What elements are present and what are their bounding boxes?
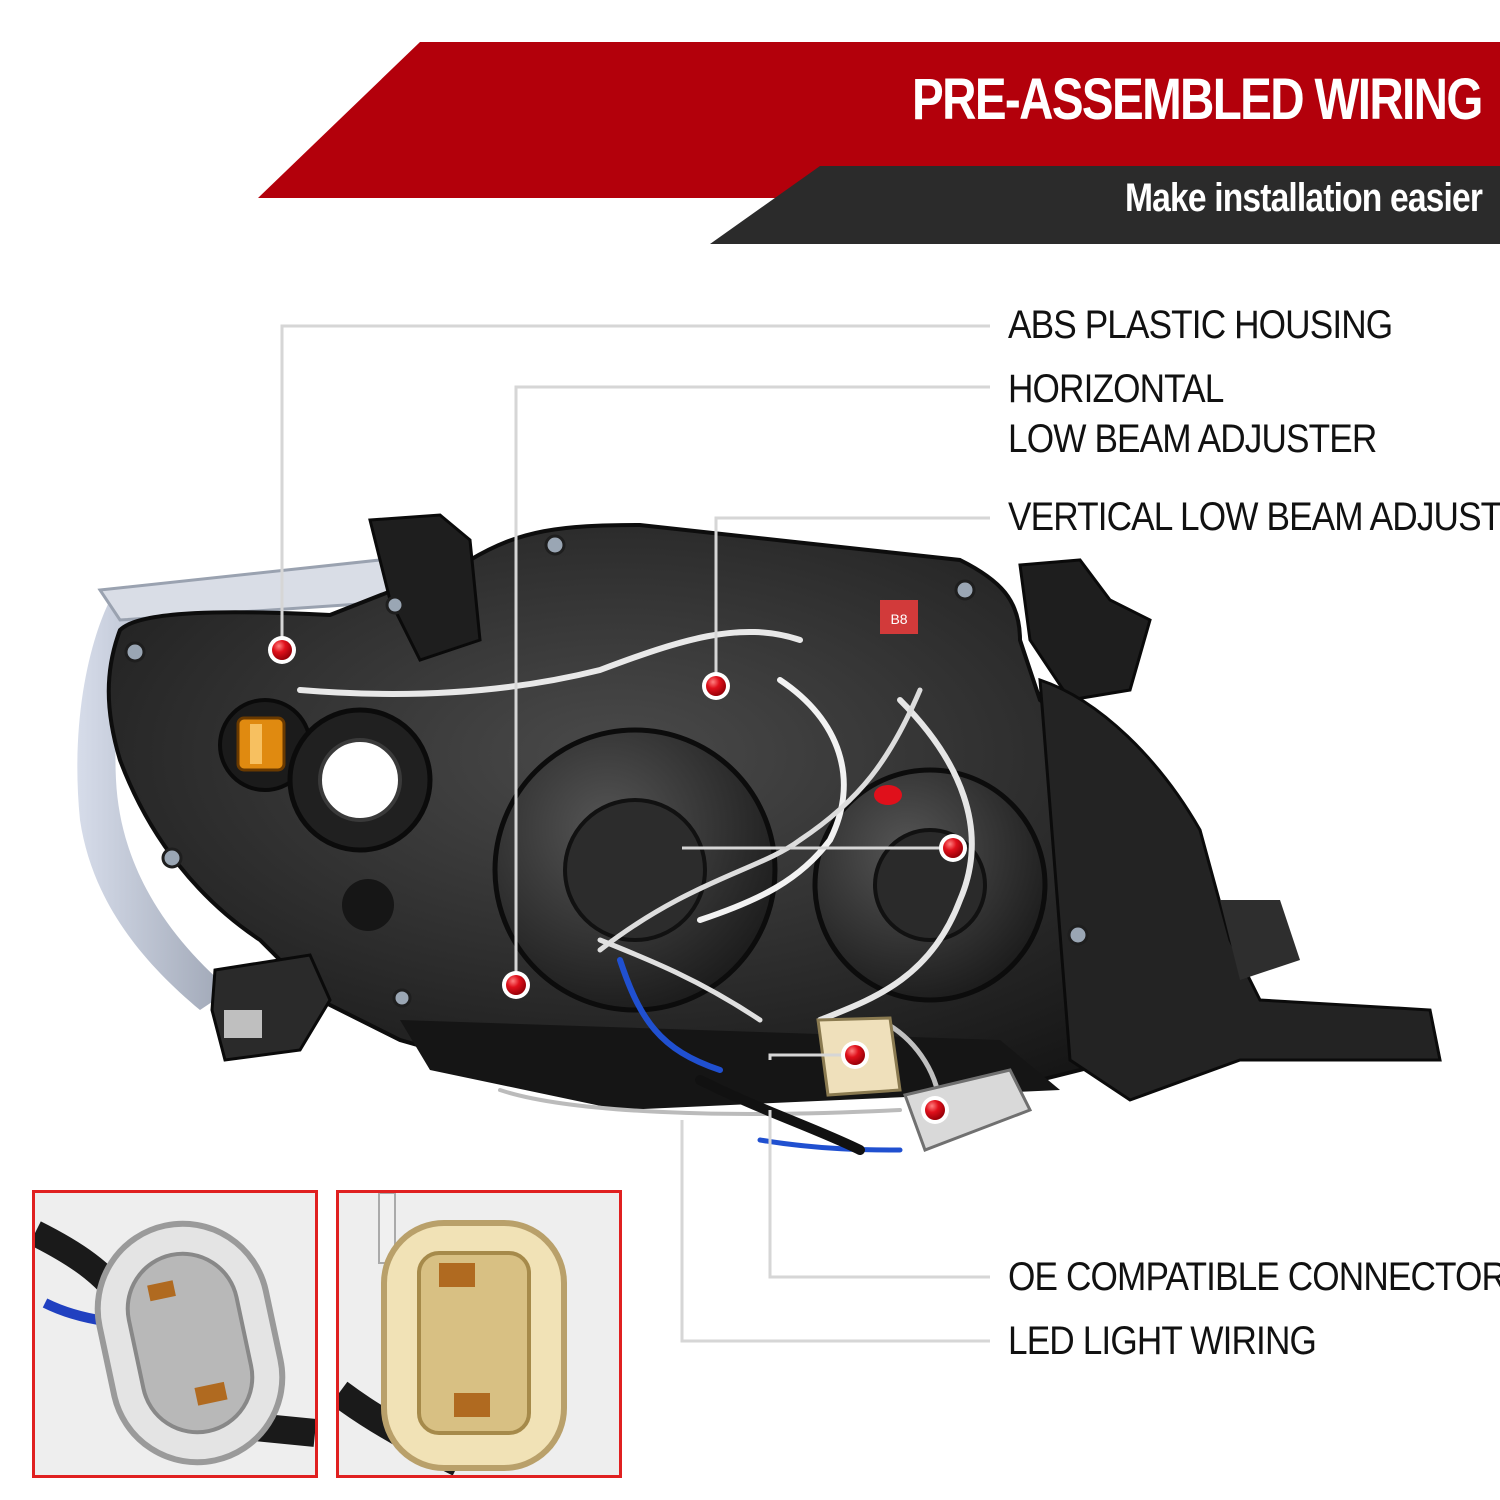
product-label-sticker: B8 [880, 600, 918, 634]
tan-connector-closeup [339, 1193, 619, 1475]
callout-vertical-adjuster: VERTICAL LOW BEAM ADJUSTER [1008, 492, 1500, 542]
callout-led-wiring-line: LED LIGHT WIRING [1008, 1319, 1317, 1363]
marker-tan-connector [841, 1041, 869, 1069]
inset-gray-connector [32, 1190, 318, 1478]
header-title: PRE-ASSEMBLED WIRING [912, 67, 1483, 132]
header-dark-band [710, 166, 1500, 244]
leader-oe-connectors [768, 1110, 990, 1279]
header-subtitle: Make installation easier [1124, 176, 1483, 220]
leader-oe-branch [768, 1053, 855, 1060]
callout-led-wiring: LED LIGHT WIRING [1008, 1316, 1317, 1366]
gray-connector-closeup [35, 1193, 315, 1475]
leader-vertical-adjuster [714, 516, 990, 686]
marker-led-wiring [939, 834, 967, 862]
bulb-port [287, 707, 433, 931]
wiring-harness [297, 628, 975, 1155]
marker-horizontal-adjuster [502, 971, 530, 999]
header-red-band [258, 42, 1500, 198]
callout-oe-connectors: OE COMPATIBLE CONNECTORS [1008, 1252, 1500, 1302]
marker-vertical-adjuster [702, 672, 730, 700]
low-beam-dome [492, 727, 778, 1013]
leader-led-wiring [680, 1120, 990, 1343]
inset-tan-connector [336, 1190, 622, 1478]
marker-abs-housing [268, 636, 296, 664]
high-beam-dome [812, 767, 1048, 1003]
marker-gray-connector [921, 1096, 949, 1124]
callout-abs-housing: ABS PLASTIC HOUSING [1008, 300, 1393, 350]
callout-abs-housing-line: ABS PLASTIC HOUSING [1008, 303, 1393, 347]
svg-text:B8: B8 [890, 611, 907, 627]
callout-oe-connectors-line: OE COMPATIBLE CONNECTORS [1008, 1255, 1500, 1299]
leader-lines [280, 324, 990, 1343]
callout-horizontal-adjuster-line-2: LOW BEAM ADJUSTER [1008, 417, 1377, 461]
callout-horizontal-adjuster: HORIZONTAL LOW BEAM ADJUSTER [1008, 364, 1377, 464]
leader-abs-housing [280, 324, 990, 650]
connector-gray [903, 1068, 1033, 1152]
callout-vertical-adjuster-line: VERTICAL LOW BEAM ADJUSTER [1008, 495, 1500, 539]
screws [124, 534, 1089, 1008]
callout-horizontal-adjuster-line-1: HORIZONTAL [1008, 367, 1224, 411]
red-markers [268, 636, 967, 1124]
leader-horizontal-adjuster [514, 385, 990, 985]
